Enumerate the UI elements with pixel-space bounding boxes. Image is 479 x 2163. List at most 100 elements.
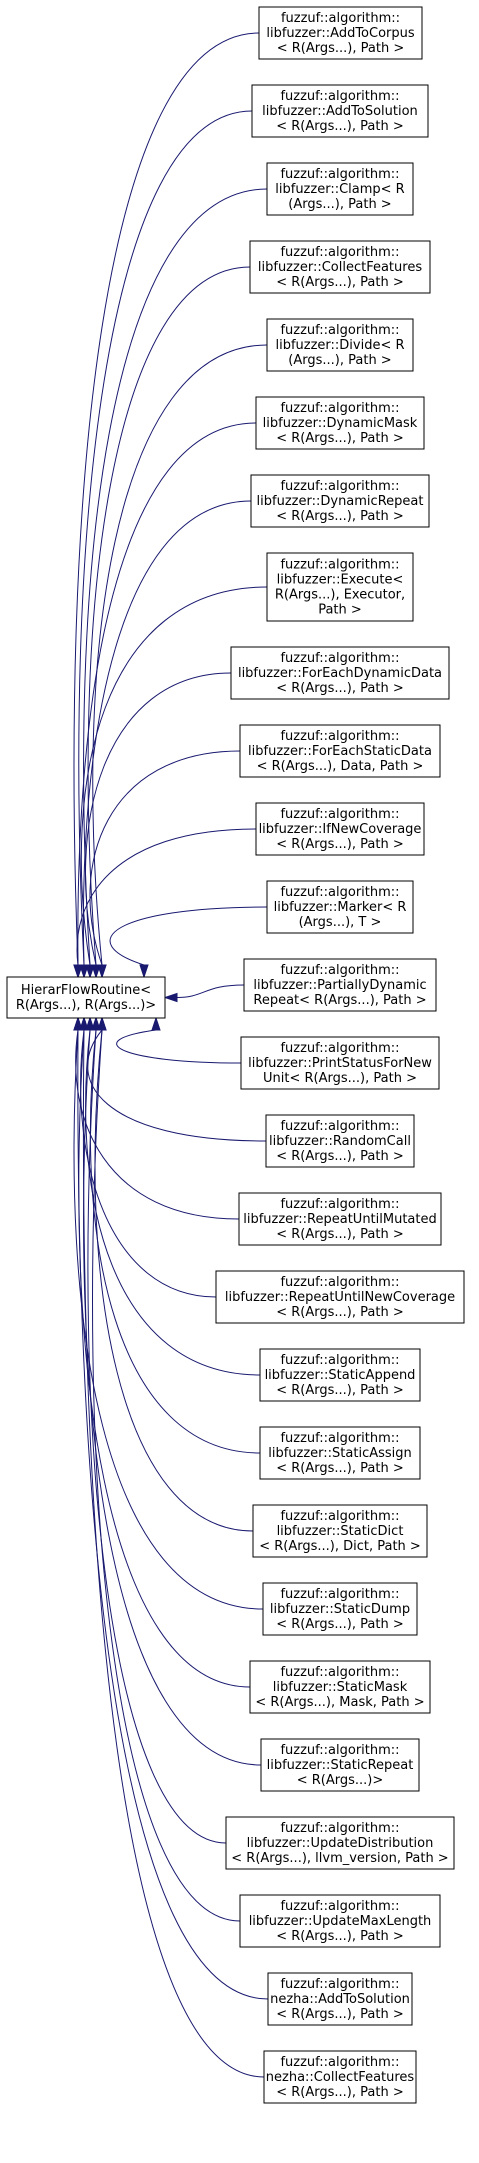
derived-class-node-label-line: libfuzzer::Execute<	[277, 573, 404, 588]
base-class-node-label-line: R(Args...), R(Args...)>	[16, 998, 156, 1013]
inheritance-edge	[80, 586, 268, 979]
derived-class-node-label-line: (Args...), Path >	[288, 353, 391, 368]
inheritance-edge-line	[80, 586, 268, 966]
derived-class-node[interactable]: fuzzuf::algorithm::libfuzzer::Divide< R(…	[266, 318, 414, 372]
derived-class-node-label-line: < R(Args...), llvm_version, Path >	[231, 1851, 448, 1866]
derived-class-node-box	[249, 1660, 431, 1714]
inheritance-edge	[73, 422, 257, 979]
derived-class-node[interactable]: fuzzuf::algorithm::libfuzzer::DynamicMas…	[255, 396, 425, 450]
inheritance-edge-line	[73, 32, 260, 966]
inheritance-arrowhead	[91, 964, 101, 979]
derived-class-node[interactable]: fuzzuf::algorithm::libfuzzer::RepeatUnti…	[238, 1192, 442, 1246]
inheritance-arrowhead	[79, 964, 89, 979]
inheritance-arrowhead	[91, 1016, 101, 1031]
derived-class-node[interactable]: fuzzuf::algorithm::libfuzzer::Clamp< R(A…	[266, 162, 414, 216]
derived-class-node[interactable]: fuzzuf::algorithm::libfuzzer::PrintStatu…	[240, 1036, 440, 1090]
inheritance-arrowhead	[85, 964, 95, 979]
derived-class-node[interactable]: fuzzuf::algorithm::libfuzzer::StaticAssi…	[259, 1426, 421, 1480]
inheritance-edge	[83, 1016, 262, 1766]
inheritance-edge	[73, 1016, 240, 1220]
derived-class-node-label-line: fuzzuf::algorithm::	[280, 1899, 399, 1914]
inheritance-edge-line	[94, 1029, 254, 1532]
derived-class-node[interactable]: fuzzuf::algorithm::libfuzzer::RandomCall…	[265, 1114, 415, 1168]
derived-class-node-label-line: < R(Args...), Path >	[276, 1149, 403, 1164]
derived-class-node-label-line: libfuzzer::StaticDict	[277, 1524, 404, 1539]
derived-class-node-box	[265, 1114, 415, 1168]
derived-class-node[interactable]: fuzzuf::algorithm::libfuzzer::StaticDump…	[262, 1582, 418, 1636]
derived-class-node[interactable]: fuzzuf::algorithm::libfuzzer::CollectFea…	[249, 240, 431, 294]
inheritance-edge	[116, 1016, 242, 1064]
derived-class-node-label-line: fuzzuf::algorithm::	[280, 1743, 399, 1758]
derived-class-node-label-line: fuzzuf::algorithm::	[280, 479, 399, 494]
derived-class-node-label-line: < R(Args...)>	[297, 1773, 384, 1788]
derived-class-node-label-line: (Args...), T >	[299, 915, 382, 930]
inheritance-edge-line	[83, 188, 268, 966]
derived-class-node-label-line: < R(Args...), Path >	[276, 1929, 403, 1944]
derived-class-node-box	[252, 1504, 428, 1558]
derived-class-node-label-line: fuzzuf::algorithm::	[280, 1821, 399, 1836]
derived-class-node[interactable]: fuzzuf::algorithm::nezha::CollectFeature…	[263, 2050, 417, 2104]
inheritance-edge-line	[109, 906, 268, 966]
inheritance-edge	[92, 1016, 241, 1922]
derived-class-node[interactable]: fuzzuf::algorithm::libfuzzer::DynamicRep…	[250, 474, 430, 528]
derived-class-node[interactable]: fuzzuf::algorithm::libfuzzer::StaticRepe…	[260, 1738, 420, 1792]
derived-class-node-label-line: libfuzzer::Marker< R	[274, 900, 407, 915]
derived-class-node[interactable]: fuzzuf::algorithm::libfuzzer::ForEachSta…	[239, 724, 441, 778]
derived-class-node-box	[266, 552, 414, 622]
derived-class-node[interactable]: fuzzuf::algorithm::libfuzzer::StaticAppe…	[259, 1348, 421, 1402]
inheritance-edge	[73, 32, 260, 979]
derived-class-node-label-line: < R(Args...), Path >	[276, 2085, 403, 2100]
derived-class-node[interactable]: fuzzuf::algorithm::libfuzzer::ForEachDyn…	[230, 646, 450, 700]
derived-class-node-label-line: fuzzuf::algorithm::	[280, 1353, 399, 1368]
derived-class-node-label-line: fuzzuf::algorithm::	[280, 1977, 399, 1992]
inheritance-edge	[163, 984, 245, 1003]
derived-class-node-label-line: R(Args...), Executor,	[275, 588, 405, 603]
derived-class-node-box	[238, 1192, 442, 1246]
inheritance-edge-line	[78, 1029, 251, 1688]
derived-class-node-box	[266, 880, 414, 934]
derived-class-node[interactable]: fuzzuf::algorithm::libfuzzer::PartiallyD…	[243, 958, 437, 1012]
derived-class-node[interactable]: fuzzuf::algorithm::libfuzzer::AddToCorpu…	[258, 6, 423, 60]
derived-class-node-box	[262, 1582, 418, 1636]
derived-class-node[interactable]: fuzzuf::algorithm::libfuzzer::AddToSolut…	[251, 84, 429, 138]
derived-class-node-label-line: < R(Args...), Mask, Path >	[255, 1695, 424, 1710]
derived-class-node-label-line: nezha::CollectFeatures	[266, 2070, 415, 2085]
inheritance-arrowhead	[79, 1016, 89, 1031]
inheritance-edge-line	[76, 828, 257, 966]
derived-class-node-label-line: fuzzuf::algorithm::	[280, 1431, 399, 1446]
derived-class-node-box	[239, 724, 441, 778]
inheritance-arrowhead	[97, 964, 107, 979]
derived-class-node-box	[266, 162, 414, 216]
derived-class-node[interactable]: fuzzuf::algorithm::libfuzzer::UpdateMaxL…	[239, 1894, 441, 1948]
derived-class-node-label-line: fuzzuf::algorithm::	[280, 1119, 399, 1134]
derived-class-node[interactable]: fuzzuf::algorithm::libfuzzer::IfNewCover…	[255, 802, 425, 856]
inheritance-edge-line	[92, 1029, 241, 1922]
derived-class-node-box	[267, 1972, 413, 2026]
derived-class-node[interactable]: fuzzuf::algorithm::libfuzzer::RepeatUnti…	[215, 1270, 465, 1324]
inheritance-edge-line	[78, 110, 253, 966]
derived-class-node[interactable]: fuzzuf::algorithm::libfuzzer::Execute<R(…	[266, 552, 414, 622]
derived-class-node[interactable]: fuzzuf::algorithm::libfuzzer::UpdateDist…	[225, 1816, 455, 1870]
derived-class-node[interactable]: fuzzuf::algorithm::libfuzzer::Marker< R(…	[266, 880, 414, 934]
derived-class-node-label-line: < R(Args...), Path >	[276, 119, 403, 134]
class-nodes: fuzzuf::algorithm::libfuzzer::AddToCorpu…	[6, 6, 465, 2104]
derived-class-node[interactable]: fuzzuf::algorithm::libfuzzer::StaticMask…	[249, 1660, 431, 1714]
derived-class-node-label-line: libfuzzer::StaticDump	[270, 1602, 410, 1617]
derived-class-node-label-line: fuzzuf::algorithm::	[280, 1041, 399, 1056]
inheritance-edge-line	[73, 1029, 264, 1610]
derived-class-node[interactable]: fuzzuf::algorithm::nezha::AddToSolution<…	[267, 1972, 413, 2026]
derived-class-node-label-line: fuzzuf::algorithm::	[280, 401, 399, 416]
derived-class-node-label-line: libfuzzer::UpdateDistribution	[247, 1836, 434, 1851]
derived-class-node-label-line: fuzzuf::algorithm::	[280, 167, 399, 182]
inheritance-edge-line	[77, 422, 257, 966]
inheritance-edge-line	[85, 1029, 261, 1376]
derived-class-node-label-line: Unit< R(Args...), Path >	[263, 1071, 417, 1086]
derived-class-node-label-line: libfuzzer::DynamicRepeat	[257, 494, 424, 509]
inheritance-edge-line	[176, 984, 245, 998]
base-class-node[interactable]: HierarFlowRoutine<R(Args...), R(Args...)…	[6, 976, 166, 1019]
derived-class-node-label-line: < R(Args...), Path >	[276, 837, 403, 852]
derived-class-node-label-line: fuzzuf::algorithm::	[280, 1665, 399, 1680]
derived-class-node[interactable]: fuzzuf::algorithm::libfuzzer::StaticDict…	[252, 1504, 428, 1558]
derived-class-node-label-line: libfuzzer::AddToSolution	[262, 104, 418, 119]
derived-class-node-box	[263, 2050, 417, 2104]
